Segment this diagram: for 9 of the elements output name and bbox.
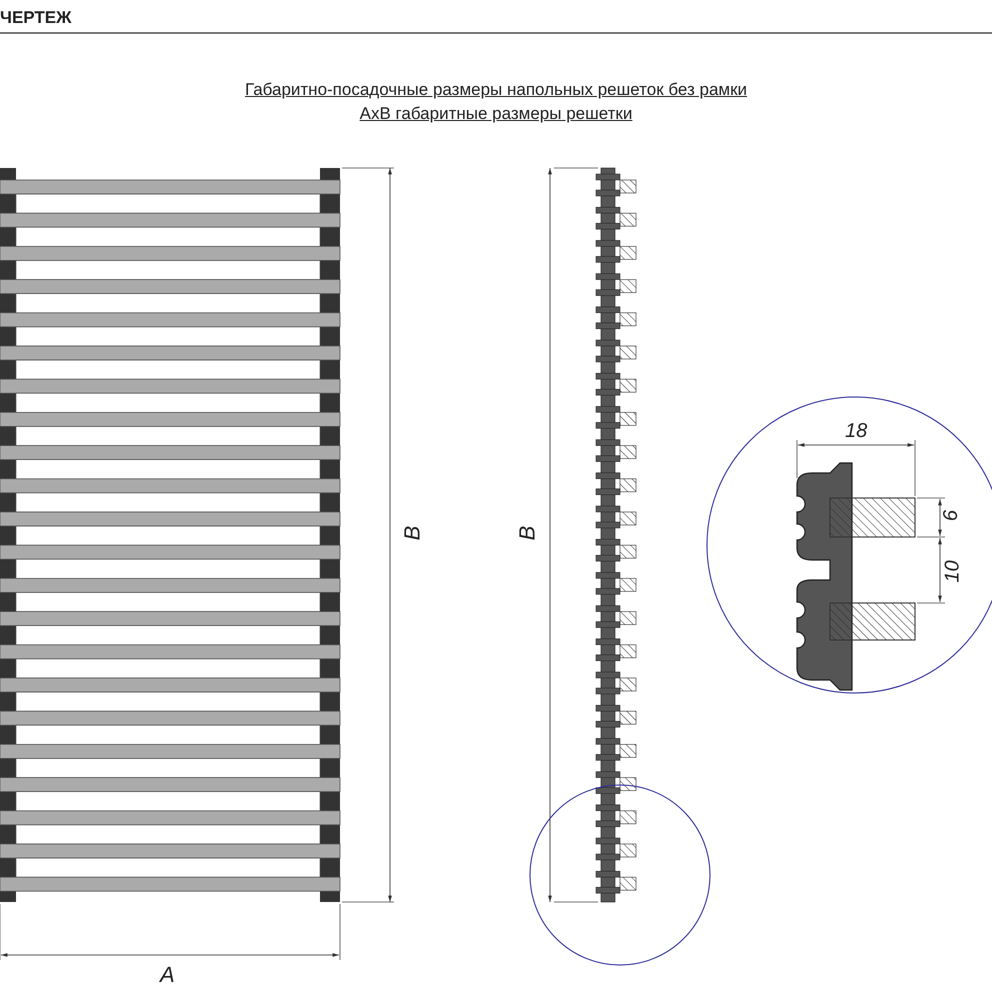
dimension-value: 10: [942, 560, 965, 583]
dimension-value: 18: [845, 420, 868, 443]
title: Габаритно-посадочные размеры напольных решеток без рамки: [244, 80, 748, 100]
dimension-value: B: [514, 526, 540, 540]
dimension-value: 6: [940, 510, 964, 522]
subtitle: AxB габаритные размеры решетки: [358, 104, 634, 124]
dimension-value: B: [399, 526, 426, 540]
dimension-value: A: [160, 962, 175, 988]
header-label: ЧЕРТЕЖ: [0, 8, 72, 28]
